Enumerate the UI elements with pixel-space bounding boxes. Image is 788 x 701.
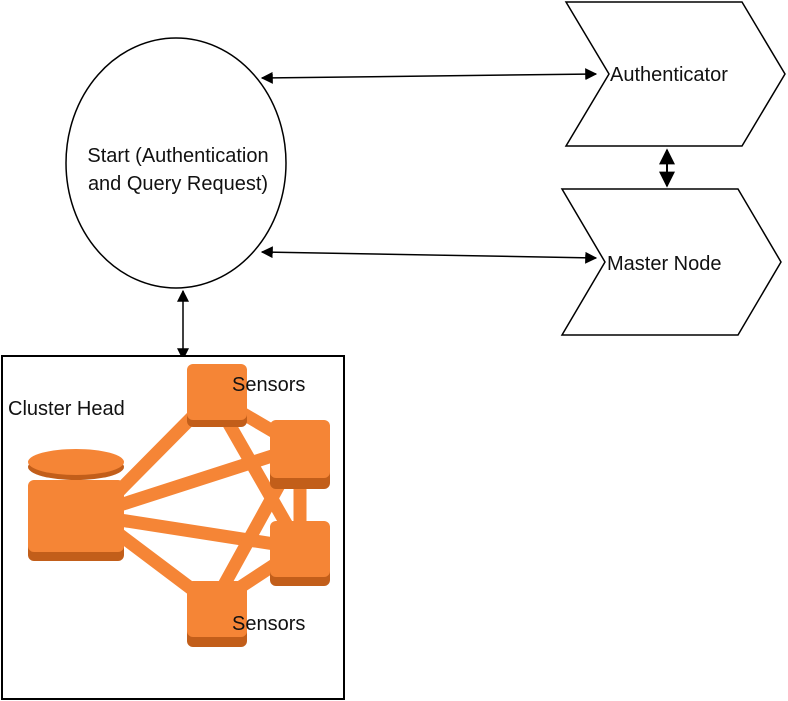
- start-master-connector: [260, 246, 598, 264]
- sensor-node-icon: [187, 581, 247, 647]
- authenticator-label: Authenticator: [610, 64, 728, 86]
- sensors-label-top: Sensors: [232, 374, 305, 396]
- master-node-label: Master Node: [607, 253, 722, 275]
- start-node-label-line1: Start (Authentication: [87, 145, 268, 167]
- start-authenticator-connector: [260, 68, 598, 84]
- start-node-label-line2: and Query Request): [88, 173, 268, 195]
- authenticator-node: Authenticator: [564, 1, 786, 147]
- master-node: Master Node: [560, 188, 782, 336]
- sensor-node-icon: [270, 420, 330, 489]
- start-node: Start (Authentication and Query Request): [65, 37, 287, 289]
- database-icon: [28, 449, 124, 561]
- cluster-head-label: Cluster Head: [8, 398, 125, 420]
- sensor-node-icon: [270, 521, 330, 586]
- orange-sensor-network-icon: [28, 364, 330, 647]
- sensors-label-bottom: Sensors: [232, 613, 305, 635]
- sensor-node-icon: [187, 364, 247, 427]
